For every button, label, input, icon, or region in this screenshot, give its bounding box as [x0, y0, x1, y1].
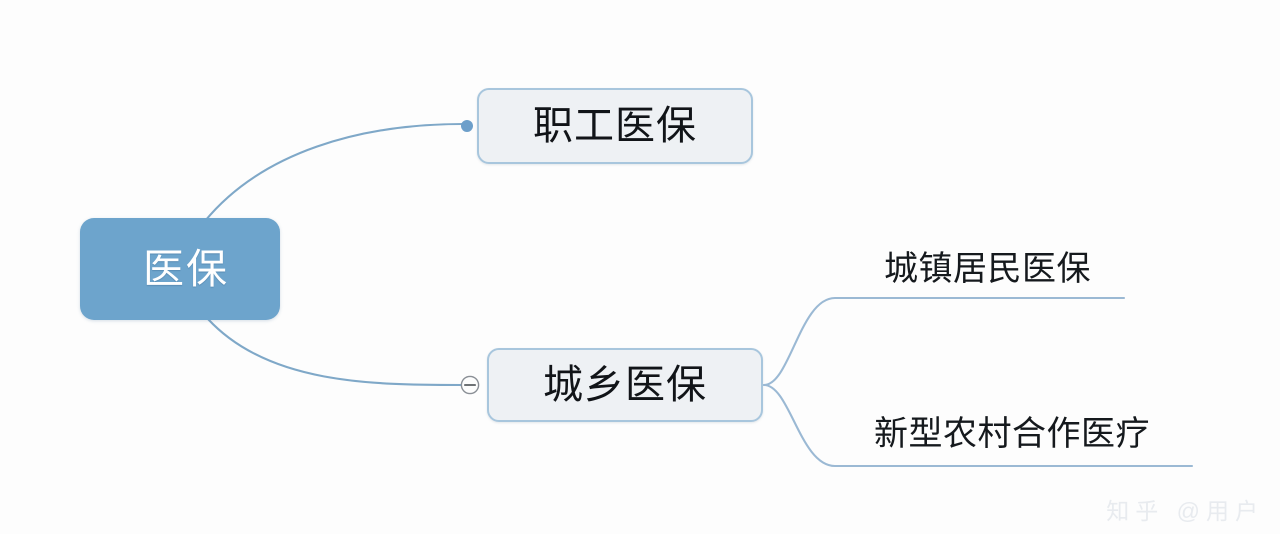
topic-node-chengxiang[interactable]: 城乡医保: [487, 348, 763, 422]
root-node-label: 医保: [143, 245, 229, 292]
collapse-toggle-chengxiang[interactable]: [460, 375, 480, 395]
connector-chengxiang-to-chengzhen: [762, 296, 1126, 387]
leaf-node-chengzhen-label: 城镇居民医保: [884, 250, 1091, 288]
leaf-node-xinnonghe[interactable]: 新型农村合作医疗: [874, 417, 1150, 451]
topic-node-zhigong-label: 职工医保: [533, 104, 697, 148]
root-node-yibao[interactable]: 医保: [80, 218, 280, 320]
topic-node-chengxiang-label: 城乡医保: [543, 363, 707, 407]
connector-root-to-chengxiang: [206, 317, 464, 387]
leaf-node-xinnonghe-label: 新型农村合作医疗: [874, 415, 1150, 453]
watermark: 知乎 @用户: [1106, 498, 1264, 524]
topic-node-zhigong[interactable]: 职工医保: [477, 88, 753, 164]
leaf-node-chengzhen[interactable]: 城镇居民医保: [884, 252, 1091, 286]
connector-dot-zhigong: [461, 120, 473, 132]
connector-root-to-zhigong: [203, 122, 465, 223]
